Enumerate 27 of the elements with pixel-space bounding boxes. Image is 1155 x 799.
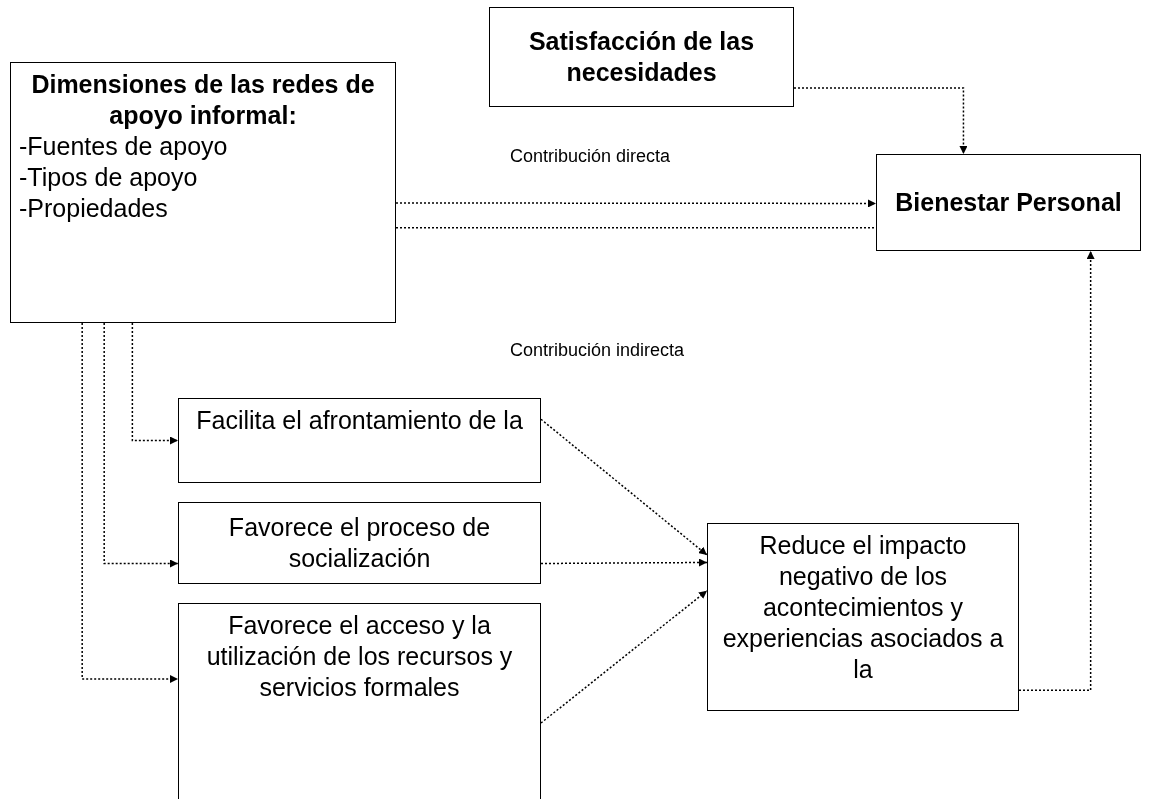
dotted-arrow bbox=[103, 322, 179, 568]
node-text: Facilita el afrontamiento de la bbox=[196, 405, 523, 436]
node-heading: Satisfacción de las necesidades bbox=[527, 26, 756, 88]
dotted-line bbox=[395, 226, 877, 229]
node-heading: Bienestar Personal bbox=[895, 187, 1122, 218]
process-box bbox=[178, 398, 541, 483]
node-text: Favorece el acceso y la utilización de los recursos y servicios formales bbox=[205, 610, 514, 703]
dotted-arrow bbox=[1018, 250, 1095, 692]
dotted-arrow bbox=[395, 199, 877, 208]
dimensions-box bbox=[10, 62, 396, 323]
dotted-arrow bbox=[540, 589, 708, 724]
process-box bbox=[178, 502, 541, 584]
dotted-arrow bbox=[131, 322, 179, 445]
dotted-arrow bbox=[793, 87, 968, 155]
node-text: Favorece el proceso de socialización bbox=[227, 512, 492, 574]
process-box bbox=[178, 603, 541, 799]
dotted-arrow bbox=[540, 418, 708, 556]
effect-box bbox=[707, 523, 1019, 711]
outcome-box bbox=[876, 154, 1141, 251]
list-item: -Tipos de apoyo bbox=[19, 162, 198, 193]
list-item: -Fuentes de apoyo bbox=[19, 131, 228, 162]
goal-box bbox=[489, 7, 794, 107]
dotted-arrow bbox=[81, 322, 179, 683]
dotted-arrow bbox=[540, 558, 708, 567]
node-text: Reduce el impacto negativo de los acontecimientos y experiencias asociados a la bbox=[721, 530, 1005, 685]
node-heading: Dimensiones de las redes de apoyo informal: bbox=[30, 69, 376, 131]
list-item: -Propiedades bbox=[19, 193, 168, 224]
